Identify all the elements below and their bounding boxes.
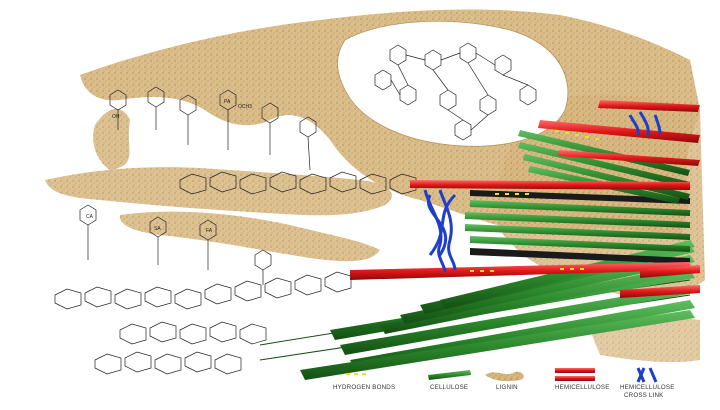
legend-hemicellulose-label: HEMICELLULOSE	[555, 384, 610, 391]
sa-label: SA	[154, 226, 161, 232]
legend-cellulose: CELLULOSE	[428, 370, 471, 391]
legend: HYDROGEN BONDS CELLULOSE LIGNIN HEMICELL…	[333, 368, 675, 399]
dot-icon	[346, 373, 350, 375]
legend-lignin-label: LIGNIN	[496, 384, 518, 391]
pa-label: PA	[224, 99, 231, 105]
lignin-blob-icon	[485, 372, 524, 381]
legend-crosslink-label-1: HEMICELLULOSE	[620, 384, 675, 391]
legend-crosslink-label-2: CROSS LINK	[624, 392, 664, 399]
oh-label: OH	[112, 114, 120, 120]
legend-lignin: LIGNIN	[485, 372, 524, 391]
ca-label: CA	[86, 214, 94, 220]
glucose-chain-middle	[55, 272, 351, 309]
green-rod-icon	[428, 370, 471, 380]
red-rod-icon	[555, 368, 595, 373]
glucose-chain-lower	[95, 322, 266, 374]
legend-hemicellulose: HEMICELLULOSE	[555, 368, 610, 391]
blue-crosslink-icon	[638, 368, 656, 382]
legend-cellulose-label: CELLULOSE	[430, 384, 468, 391]
legend-hydrogen-bonds: HYDROGEN BONDS	[333, 373, 395, 391]
och3-label: OCH3	[238, 104, 252, 110]
legend-hydrogen-bonds-label: HYDROGEN BONDS	[333, 384, 395, 391]
fa-label: FA	[206, 228, 213, 234]
legend-crosslink: HEMICELLULOSE CROSS LINK	[620, 368, 675, 399]
